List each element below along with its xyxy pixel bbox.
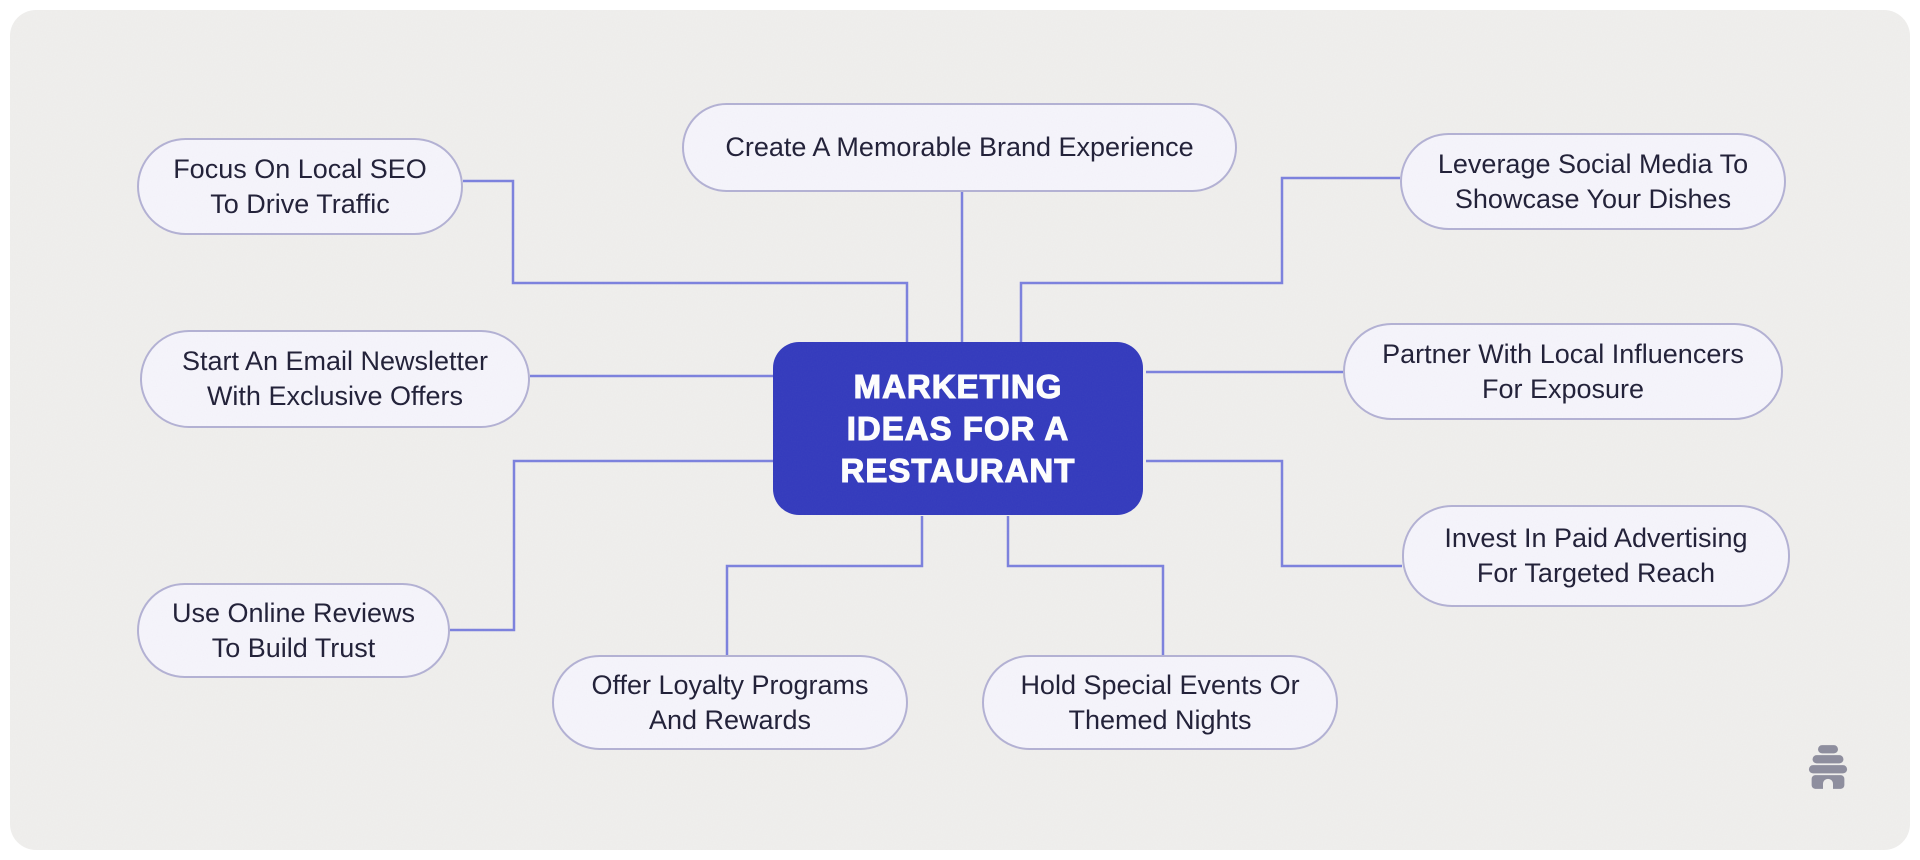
node-leverage-social-media[interactable]: Leverage Social Media To Showcase Your D…	[1400, 133, 1786, 230]
node-label-line: To Drive Traffic	[210, 188, 390, 219]
connector-offer-loyalty-programs	[725, 516, 924, 655]
node-use-online-reviews[interactable]: Use Online Reviews To Build Trust	[137, 583, 450, 678]
center-node-label-line: RESTAURANT	[840, 451, 1076, 489]
node-label-line: Create A Memorable Brand Experience	[725, 132, 1194, 162]
connector-leverage-social-media	[1019, 176, 1400, 342]
node-label-line: For Targeted Reach	[1476, 558, 1716, 588]
connector-use-online-reviews	[450, 459, 773, 632]
center-node-label-line: MARKETING	[853, 367, 1063, 405]
connector-layer	[450, 176, 1402, 655]
node-label-line: Invest In Paid Advertising	[1444, 523, 1748, 553]
connector-hold-special-events	[1006, 516, 1165, 655]
node-label-line: Offer Loyalty Programs	[591, 669, 869, 700]
node-invest-paid-advertising[interactable]: Invest In Paid Advertising For Targeted …	[1402, 505, 1790, 607]
node-hold-special-events[interactable]: Hold Special Events Or Themed Nights	[982, 655, 1338, 750]
node-create-brand-experience[interactable]: Create A Memorable Brand Experience	[682, 103, 1237, 192]
beehive-logo-icon	[1808, 745, 1848, 789]
node-label-line: Leverage Social Media To	[1437, 148, 1749, 179]
node-label-line: Partner With Local Influencers	[1382, 338, 1744, 369]
center-node-marketing-ideas[interactable]: MARKETING IDEAS FOR A RESTAURANT	[773, 342, 1143, 515]
node-label-line: Start An Email Newsletter	[181, 346, 489, 376]
node-label-line: Showcase Your Dishes	[1454, 183, 1732, 214]
node-label-line: Focus On Local SEO	[173, 153, 427, 184]
node-label-line: Use Online Reviews	[171, 597, 416, 628]
connector-invest-paid-advertising	[1146, 459, 1402, 568]
connector-focus-local-seo	[463, 179, 909, 342]
node-focus-local-seo[interactable]: Focus On Local SEO To Drive Traffic	[137, 138, 463, 235]
node-offer-loyalty-programs[interactable]: Offer Loyalty Programs And Rewards	[552, 655, 908, 750]
mindmap-canvas: MARKETING IDEAS FOR A RESTAURANT Focus O…	[10, 10, 1910, 850]
center-node-label-line: IDEAS FOR A	[846, 409, 1070, 447]
node-label-line: To Build Trust	[211, 632, 376, 663]
node-label-line: And Rewards	[648, 704, 812, 735]
node-start-email-newsletter[interactable]: Start An Email Newsletter With Exclusive…	[140, 330, 530, 428]
node-label-line: For Exposure	[1481, 373, 1645, 404]
node-label-line: With Exclusive Offers	[206, 381, 464, 411]
node-label-line: Hold Special Events Or	[1020, 669, 1300, 700]
node-partner-local-influencers[interactable]: Partner With Local Influencers For Expos…	[1343, 323, 1783, 420]
node-label-line: Themed Nights	[1068, 704, 1252, 735]
